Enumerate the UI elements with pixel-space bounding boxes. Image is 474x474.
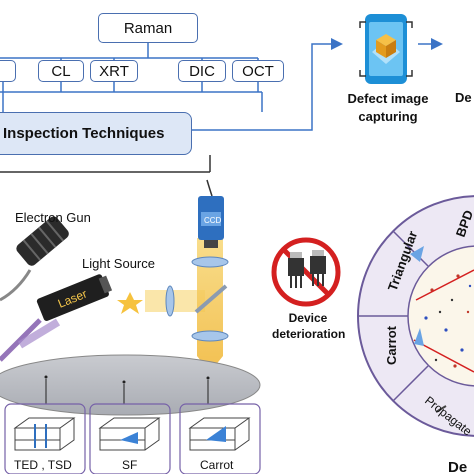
- phone-cube-icon: [359, 14, 413, 84]
- technique-box-cl: CL: [38, 60, 84, 82]
- ccd-camera-icon: [198, 179, 224, 248]
- capture-label-line1: Defect image: [347, 91, 429, 106]
- sample-cubes: [13, 417, 251, 451]
- wheel-label-carrot: Carrot: [384, 325, 399, 365]
- technique-box-raman: Raman: [98, 13, 198, 43]
- technique-connectors: [0, 43, 263, 112]
- chip-icon: [288, 250, 326, 288]
- device-deterioration-label: Device deterioration: [272, 310, 346, 342]
- technique-box-oct: OCT: [232, 60, 284, 82]
- technique-box-dic: DIC: [178, 60, 226, 82]
- defect-wheel: [357, 195, 474, 437]
- inspection-techniques-title: Inspection Techniques: [3, 125, 165, 142]
- technique-label-cl: CL: [51, 62, 71, 80]
- technique-label-xrt: XRT: [99, 62, 129, 80]
- defect-mark-sf: [120, 432, 138, 444]
- defect-mark-carrot: [206, 426, 226, 442]
- sample-label-carrot: Carrot: [200, 458, 234, 472]
- laser-icon: [0, 274, 113, 362]
- propagate-defect-icon: [435, 405, 447, 413]
- beam-splitter-mirror: [194, 284, 228, 314]
- sample-label-ted-tsd: TED , TSD: [14, 458, 72, 472]
- horizontal-lens: [165, 285, 175, 317]
- carrot-defect-icon: [414, 328, 424, 346]
- capture-label-line2: capturing: [358, 109, 418, 124]
- triangular-defect-icon: [410, 246, 424, 262]
- technique-box-partial: [0, 60, 16, 82]
- technique-label-oct: OCT: [242, 62, 274, 80]
- device-deterioration-line2: deterioration: [272, 327, 346, 341]
- prohibit-icon: [271, 237, 341, 307]
- device-deterioration-line1: Device: [288, 311, 328, 325]
- technique-label-raman: Raman: [123, 19, 173, 37]
- samples-group: [4, 379, 261, 474]
- sample-label-sf: SF: [122, 458, 138, 472]
- upper-lens: [191, 256, 229, 268]
- setup-bracket: [0, 155, 211, 173]
- wheel-bottom-label: De: [448, 459, 467, 474]
- star-light-icon: [117, 292, 143, 314]
- capture-label: Defect image capturing: [336, 90, 440, 126]
- technique-box-xrt: XRT: [90, 60, 138, 82]
- light-source-label: Light Source: [82, 256, 155, 271]
- technique-label-dic: DIC: [189, 62, 215, 80]
- next-step-label: De: [455, 90, 472, 105]
- ccd-label: CCD: [204, 216, 222, 225]
- wheel-speckles: [418, 274, 472, 368]
- wheel-pointer-1: [415, 269, 474, 301]
- light-beam-horizontal: [145, 290, 205, 312]
- lower-lens: [191, 330, 229, 342]
- electron-gun-icon: [0, 216, 69, 302]
- wheel-pointer-2: [413, 339, 474, 373]
- inspection-techniques-panel: Inspection Techniques: [0, 112, 192, 155]
- electron-gun-label: Electron Gun: [15, 210, 91, 225]
- capture-arrow: [192, 38, 443, 131]
- sample-wafer: [0, 354, 261, 416]
